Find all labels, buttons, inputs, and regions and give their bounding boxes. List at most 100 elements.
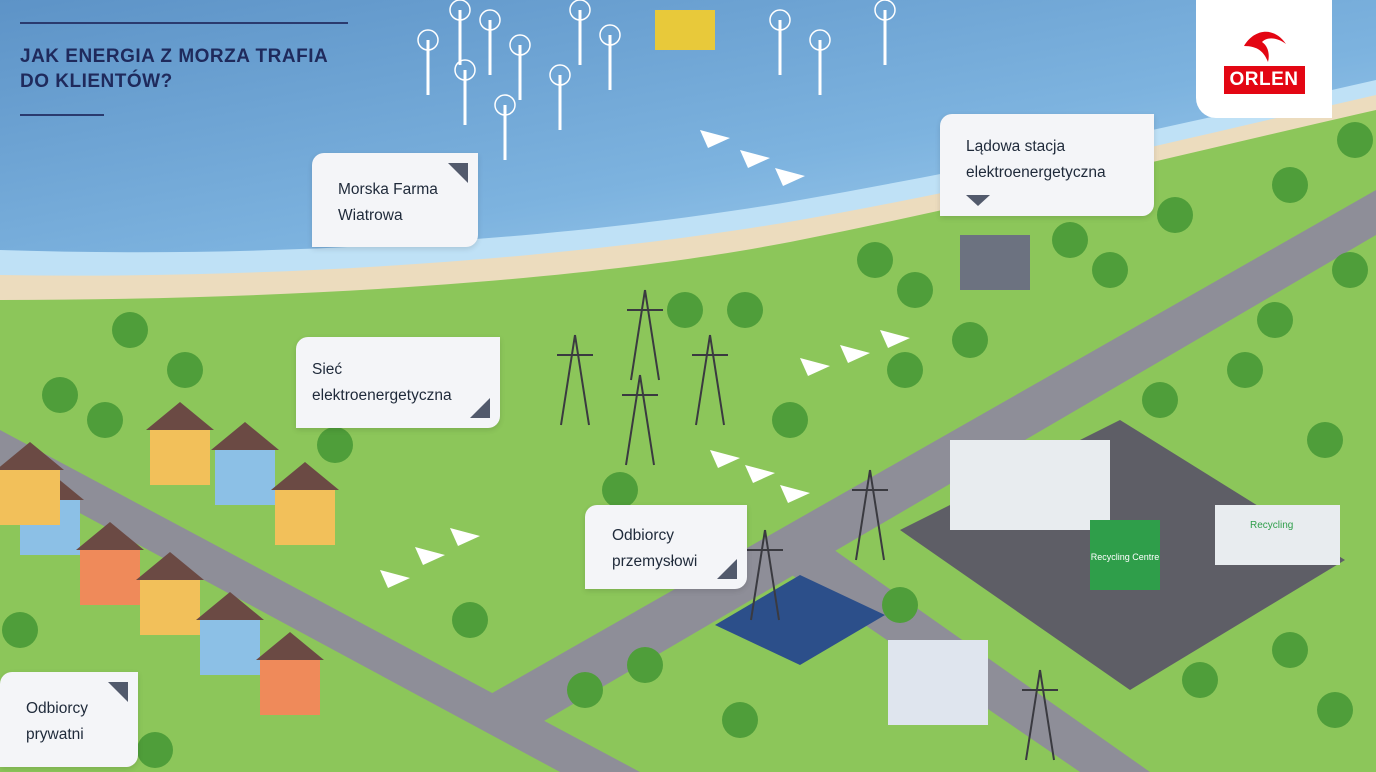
recycling-sign-text: Recycling Centre [1091,552,1160,562]
arrow-icon [415,547,445,565]
label-text: Odbiorcy [26,700,89,717]
arrow-icon [740,150,770,168]
turbine-rotor [874,0,896,21]
label-grid[interactable]: Sieć elektroenergetyczna [296,337,500,428]
tree [667,292,703,328]
house [200,620,260,675]
tree [42,377,78,413]
tree [1317,692,1353,728]
road-residential [0,430,640,772]
label-offshore-farm[interactable]: Morska Farma Wiatrowa [312,153,478,247]
tree [1307,422,1343,458]
tree [1337,122,1373,158]
arrow-icon [800,358,830,376]
turbine-rotor [509,34,531,56]
corner-arrow-icon [108,682,128,702]
label-text: Morska Farma [338,181,438,198]
label-text: przemysłowi [612,553,698,570]
label-text: Lądowa stacja [966,138,1066,155]
arrow-icon [450,528,480,546]
flow-arrows [380,130,910,588]
arrow-icon [745,465,775,483]
house [275,490,335,545]
title-block: JAK ENERGIA Z MORZA TRAFIA DO KLIENTÓW? [20,22,348,116]
turbine-rotor [569,0,591,21]
tree [772,402,808,438]
tree [857,242,893,278]
pylon [692,334,728,426]
recycling-sign-box [1090,520,1160,590]
pylon [627,289,663,381]
house [140,580,200,635]
label-private[interactable]: Odbiorcy prywatni [0,672,138,767]
corner-arrow-icon [448,163,468,183]
recycling-roof-text: Recycling [1250,520,1293,531]
label-text: Odbiorcy [612,527,675,544]
tree [2,612,38,648]
trees [2,122,1373,768]
tree [1272,632,1308,668]
turbine-rotor [417,29,439,51]
tree [112,312,148,348]
label-onshore-station[interactable]: Lądowa stacja elektroenergetyczna [940,114,1154,216]
house-roof [146,402,214,430]
arrow-icon [710,450,740,468]
arrow-icon [380,570,410,588]
pylon [1022,669,1058,761]
corner-arrow-icon [470,398,490,418]
house-roof [136,552,204,580]
arrow-icon [780,485,810,503]
tree [87,402,123,438]
tree [882,587,918,623]
house-roof [256,632,324,660]
triangle-down-icon [966,195,990,206]
tree [317,427,353,463]
solar-roof [715,575,885,665]
logo-text: ORLEN [1223,66,1305,94]
turbine-rotor [809,29,831,51]
title-rule-bottom [20,114,104,116]
house-roof [211,422,279,450]
turbine-rotor [549,64,571,86]
hospital [888,640,988,725]
orlen-logo: ORLEN [1196,0,1332,118]
tree [722,702,758,738]
label-industrial[interactable]: Odbiorcy przemysłowi [585,505,747,589]
pylon [557,334,593,426]
pylon [622,374,658,466]
tree [452,602,488,638]
tree [627,647,663,683]
tree [1272,167,1308,203]
tree [602,472,638,508]
title-rule-top [20,22,348,24]
turbine-rotor [769,9,791,31]
road-main [480,190,1376,735]
tree [887,352,923,388]
tree [1157,197,1193,233]
power-pylons [557,289,1058,761]
page-title: JAK ENERGIA Z MORZA TRAFIA DO KLIENTÓW? [20,44,348,94]
turbine-rotor [599,24,621,46]
tree [137,732,173,768]
arrow-icon [880,330,910,348]
tree [897,272,933,308]
arrow-icon [840,345,870,363]
title-line-1: JAK ENERGIA Z MORZA TRAFIA [20,46,329,67]
turbine-rotor [479,9,501,31]
houses [0,402,339,715]
tree [1182,662,1218,698]
offshore-substation [655,10,715,50]
wind-turbines [417,0,896,160]
title-line-2: DO KLIENTÓW? [20,71,173,92]
house [80,550,140,605]
label-text: prywatni [26,726,84,743]
corner-arrow-icon [717,559,737,579]
turbine-rotor [454,59,476,81]
tree [1332,252,1368,288]
tree [167,352,203,388]
house-roof [0,442,64,470]
turbine-rotor [449,0,471,21]
house-roof [196,592,264,620]
house [150,430,210,485]
pylon [852,469,888,561]
